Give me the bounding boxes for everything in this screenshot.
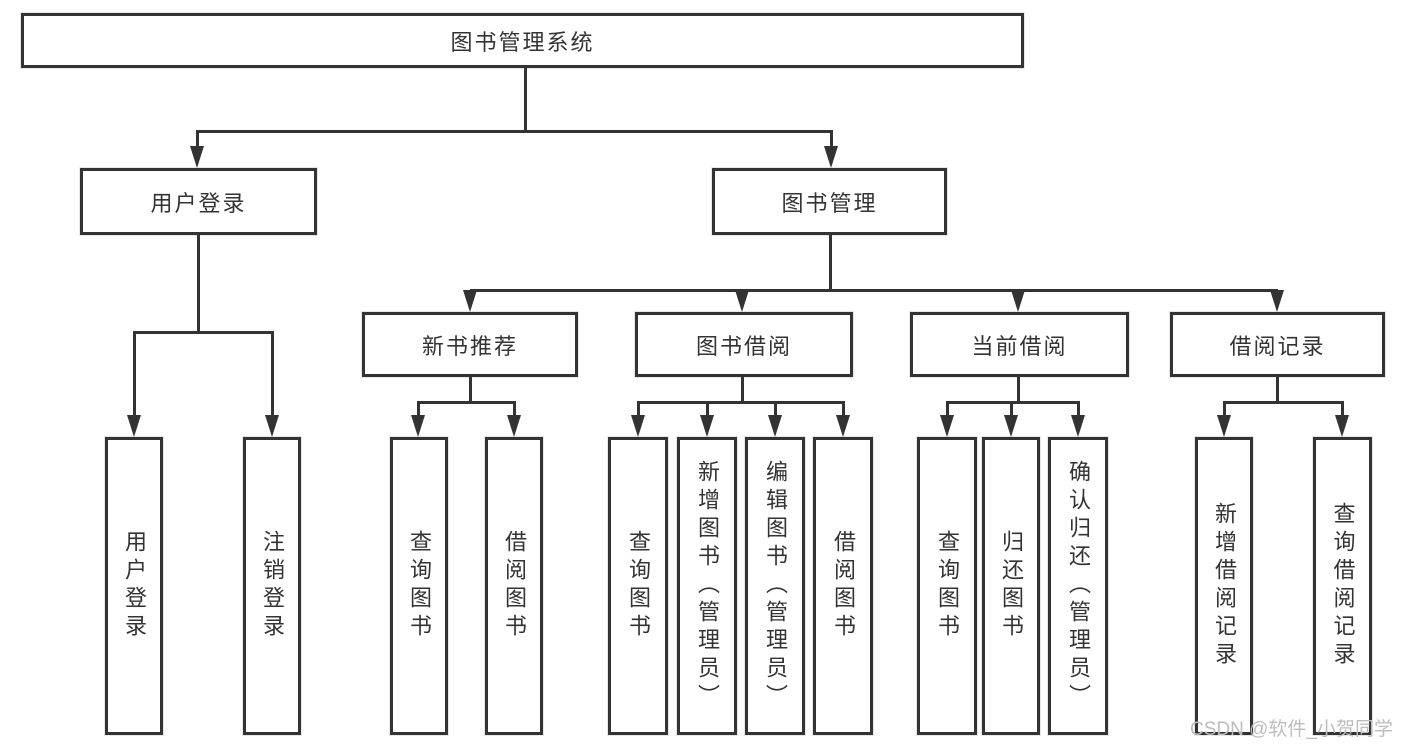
- node-root: 图书管理系统: [21, 13, 1024, 68]
- node-new-book-recommend: 新书推荐: [362, 312, 578, 377]
- arrow-recommend-borrow: [507, 415, 521, 437]
- connector-recommend-shaft-2: [513, 401, 516, 417]
- node-borrow-books: 借阅图书: [813, 437, 873, 735]
- connector-borrow-shaft-2: [706, 401, 709, 417]
- connector-book-mgmt-shaft: [830, 130, 833, 148]
- connector-recommend-hline: [418, 401, 515, 404]
- connector-user-login-shaft: [196, 130, 199, 148]
- connector-current-shaft-2: [1010, 401, 1013, 417]
- connector-borrow-hline: [637, 401, 844, 404]
- watermark-text: CSDN @软件_小贺同学: [1190, 719, 1393, 740]
- arrow-to-book-borrow: [735, 290, 749, 312]
- connector-records-hline: [1224, 401, 1343, 404]
- node-user-login: 用户登录: [105, 437, 163, 735]
- connector-borrow-stem: [741, 377, 744, 404]
- connector-user-login-hline: [134, 331, 274, 334]
- arrow-current-confirm: [1071, 415, 1085, 437]
- node-query-books-recommend: 查询图书: [390, 437, 448, 735]
- connector-current-shaft-1: [946, 401, 949, 417]
- node-query-books-current: 查询图书: [917, 437, 977, 735]
- arrow-borrow-edit: [768, 415, 782, 437]
- node-current-borrow: 当前借阅: [910, 312, 1129, 377]
- connector-recommend-shaft-1: [417, 401, 420, 417]
- connector-borrow-shaft-1: [637, 401, 640, 417]
- node-book-management: 图书管理: [712, 168, 947, 235]
- connector-logout-leaf-shaft: [271, 331, 274, 417]
- node-query-borrow-record: 查询借阅记录: [1313, 437, 1372, 735]
- connector-login-leaf-shaft: [133, 331, 136, 417]
- connector-borrow-shaft-4: [842, 401, 845, 417]
- connector-records-shaft-1: [1223, 401, 1226, 417]
- node-user-login-branch: 用户登录: [80, 168, 317, 235]
- connector-book-mgmt-stem: [829, 235, 832, 292]
- node-edit-books-admin: 编辑图书（管理员）: [745, 437, 805, 735]
- connector-level3-hline: [470, 289, 1278, 292]
- node-return-books: 归还图书: [982, 437, 1040, 735]
- arrow-current-return: [1004, 415, 1018, 437]
- node-logout: 注销登录: [243, 437, 301, 735]
- arrow-to-current-borrow: [1011, 290, 1025, 312]
- connector-user-login-stem: [197, 235, 200, 334]
- connector-current-shaft-3: [1077, 401, 1080, 417]
- node-add-borrow-record: 新增借阅记录: [1195, 437, 1253, 735]
- node-borrow-records: 借阅记录: [1170, 312, 1385, 377]
- node-add-books-admin: 新增图书（管理员）: [677, 437, 737, 735]
- arrow-to-logout-leaf: [265, 415, 279, 437]
- arrow-to-user-login-branch: [190, 146, 204, 168]
- connector-level2-hline: [197, 130, 833, 133]
- connector-records-stem: [1276, 377, 1279, 404]
- arrow-to-borrow-records: [1270, 290, 1284, 312]
- connector-root-stem: [524, 68, 527, 131]
- connector-recommend-stem: [469, 377, 472, 404]
- arrow-to-book-management: [824, 146, 838, 168]
- arrow-records-add: [1217, 415, 1231, 437]
- node-query-books-borrow: 查询图书: [608, 437, 668, 735]
- arrow-current-query: [940, 415, 954, 437]
- node-borrow-books-recommend: 借阅图书: [485, 437, 543, 735]
- arrow-borrow-borrow: [836, 415, 850, 437]
- arrow-to-new-book-recommend: [463, 290, 477, 312]
- connector-borrow-shaft-3: [774, 401, 777, 417]
- arrow-to-login-leaf: [127, 415, 141, 437]
- node-book-borrow: 图书借阅: [635, 312, 853, 377]
- connector-current-stem: [1017, 377, 1020, 404]
- connector-records-shaft-2: [1341, 401, 1344, 417]
- arrow-borrow-add: [700, 415, 714, 437]
- node-confirm-return-admin: 确认归还（管理员）: [1048, 437, 1108, 735]
- arrow-records-query: [1335, 415, 1349, 437]
- connector-current-hline: [947, 401, 1079, 404]
- arrow-borrow-query: [631, 415, 645, 437]
- arrow-recommend-query: [411, 415, 425, 437]
